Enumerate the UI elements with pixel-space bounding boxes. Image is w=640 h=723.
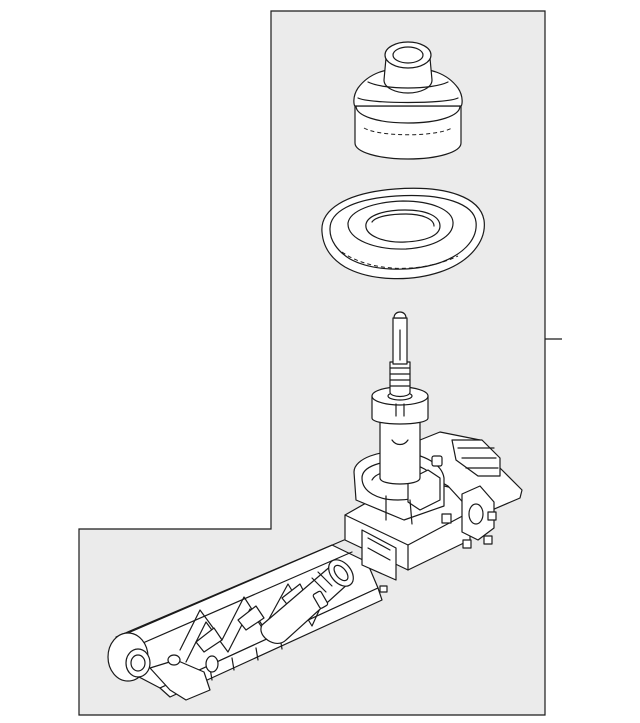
boot-retainer-seal xyxy=(321,187,485,280)
shift-boot xyxy=(353,41,463,160)
gear-shift-assembly xyxy=(107,311,523,701)
